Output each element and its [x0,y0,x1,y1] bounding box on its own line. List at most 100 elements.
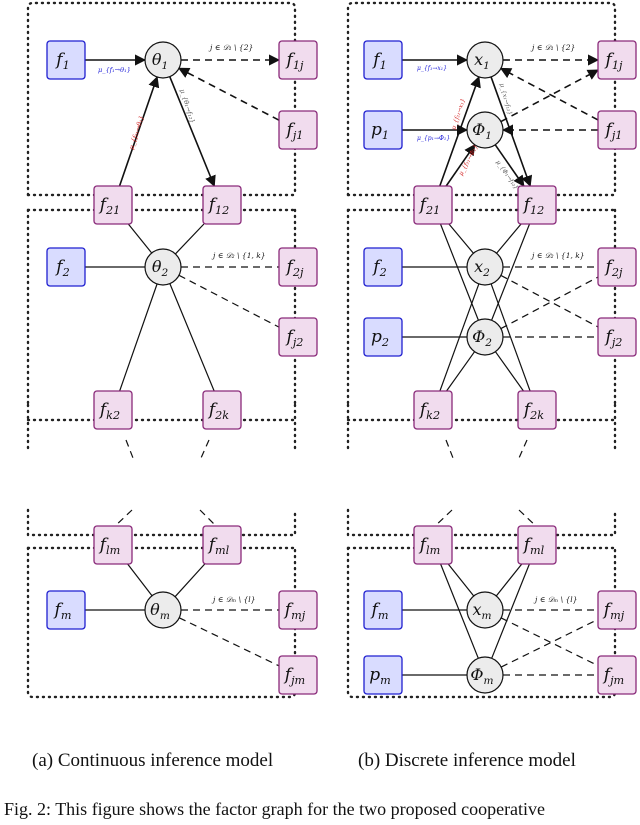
panel_b-factor-fj2: fj2 [597,317,637,357]
panel-b-msg-p1-phi1: μ_{p₁→Φ₁} [417,135,450,142]
panel_a-edge-theta2-f12 [174,223,205,255]
factor-box [202,525,242,565]
panel_a-cut-edge-1 [200,439,210,459]
node-label: x2 [474,257,490,279]
factor-box [46,590,86,630]
factor-box [413,185,453,225]
panel_b-cut-edge-0 [445,439,454,459]
panel_b-var-Phim: Φm [466,656,504,694]
panel-b-region-1 [346,1,617,197]
node-label: Φ1 [472,120,492,142]
panel_b-edge-Phim-flm [440,563,479,659]
node-label: x1 [474,50,490,72]
panel_b-edge-x2-fk2 [439,283,480,392]
factor-box [93,185,133,225]
factor-box [278,40,318,80]
node-label: f21 [418,195,441,217]
node-label: f1j [604,50,623,72]
panel_b-factor-fmj: fmj [597,590,637,630]
panel_b-factor-f12: f12 [517,185,557,225]
variable-circle [466,318,504,356]
panel_a-var-theta1: θ1 [144,41,182,79]
node-label: fm [370,600,389,622]
panel-a-msg-f1-theta1: μ_{f₁→θ₁} [98,66,131,74]
node-label: fjm [283,665,305,687]
variable-circle [144,591,182,629]
panel_b-factor-fml: fml [517,525,557,565]
panel_a-edge-theta1-f12 [169,76,216,188]
panel_b-edge-f21-Phi1 [445,143,476,187]
panel_a-edge-theta2-f2k [169,283,215,392]
factor-box [597,590,637,630]
node-label: flm [418,535,441,557]
node-label: fjm [602,665,624,687]
panel-b-set-label-1: j ∈ 𝒟₁ \ {2} [530,43,575,52]
panel_b-edge-Phi1-f1j [500,69,599,123]
factor-box [413,390,453,430]
panel_a-factor-fj2: fj2 [278,317,318,357]
panel_b-edge-x1-f12 [490,76,533,188]
factor-box [517,185,557,225]
node-label: θm [150,600,170,622]
panel-b-msg-f21-x1: μ_{f₂₁→x₁} [450,97,467,130]
node-label: f21 [98,195,121,217]
panel_a-edge-thetam-flm [127,563,153,597]
panel-a-set-label-2: j ∈ 𝒟₂ \ {1, k} [211,251,266,260]
panel_b-factor-p2: p2 [363,317,403,357]
panel_b-cut-edge-3 [518,509,539,529]
panel-b-set-label-2: j ∈ 𝒟₂ \ {1, k} [530,251,585,260]
panel_b-edge-Phi2-f2k [494,351,524,392]
panel_b-factor-fm: fm [363,590,403,630]
panel_a-factor-fmj: fmj [278,590,318,630]
panel_b-edge-f21-x1 [439,75,481,187]
node-label: fm [53,600,72,622]
panel_a-factor-f1: f1 [46,40,86,80]
panel_a-edge-theta2-fj2 [178,274,280,328]
panel-a-caption: (a) Continuous inference model [32,750,274,771]
node-label: f12 [207,195,230,217]
factor-box [363,655,403,695]
factor-box [363,110,403,150]
panel_a-edge-f21-theta1 [118,75,160,187]
node-label: f2k [207,400,229,422]
panel_a-factor-f21: f21 [93,185,133,225]
node-label: xm [472,600,491,622]
panel-b-msg-f21-phi1: μ_{f₂₁→Φ₁} [458,144,480,177]
factor-box [597,247,637,287]
node-label: f12 [522,195,545,217]
panel-b-region-4 [346,508,617,537]
panel_a-factor-fml: fml [202,525,242,565]
panel_b-edge-fj1-x1 [499,67,599,121]
node-label: flm [98,535,121,557]
node-label: f1j [285,50,304,72]
panel_a-edge-theta2-f21 [127,223,153,254]
node-label: p1 [371,120,389,142]
variable-circle [466,248,504,286]
panel_b-factor-f2: f2 [363,247,403,287]
node-label: f2k [522,400,544,422]
panel_b-cut-edge-1 [518,439,528,459]
panel_a-factor-f2: f2 [46,247,86,287]
factor-box [363,40,403,80]
factor-box [413,525,453,565]
panel_a-factor-f12: f12 [202,185,242,225]
panel_a-cut-edge-0 [125,439,134,459]
panel_b-factor-f1j: f1j [597,40,637,80]
factor-box [597,655,637,695]
node-label: fmj [602,600,625,622]
panel_a-edge-thetam-fml [174,563,206,598]
factor-box [202,390,242,430]
panel_a-factor-f1j: f1j [278,40,318,80]
factor-box [597,40,637,80]
node-label: fj2 [285,327,304,349]
panel_b-edge-Phi2-fk2 [446,351,476,392]
panel_b-edge-Phi1-f12 [494,144,525,187]
panel_a-factor-fk2: fk2 [93,390,133,430]
panel_b-var-Phi2: Φ2 [466,318,504,356]
node-label: θ2 [152,257,169,279]
panel_a-factor-fm: fm [46,590,86,630]
factor-box [363,590,403,630]
variable-circle [466,591,504,629]
panel_b-edge-xm-fjm [500,617,599,667]
